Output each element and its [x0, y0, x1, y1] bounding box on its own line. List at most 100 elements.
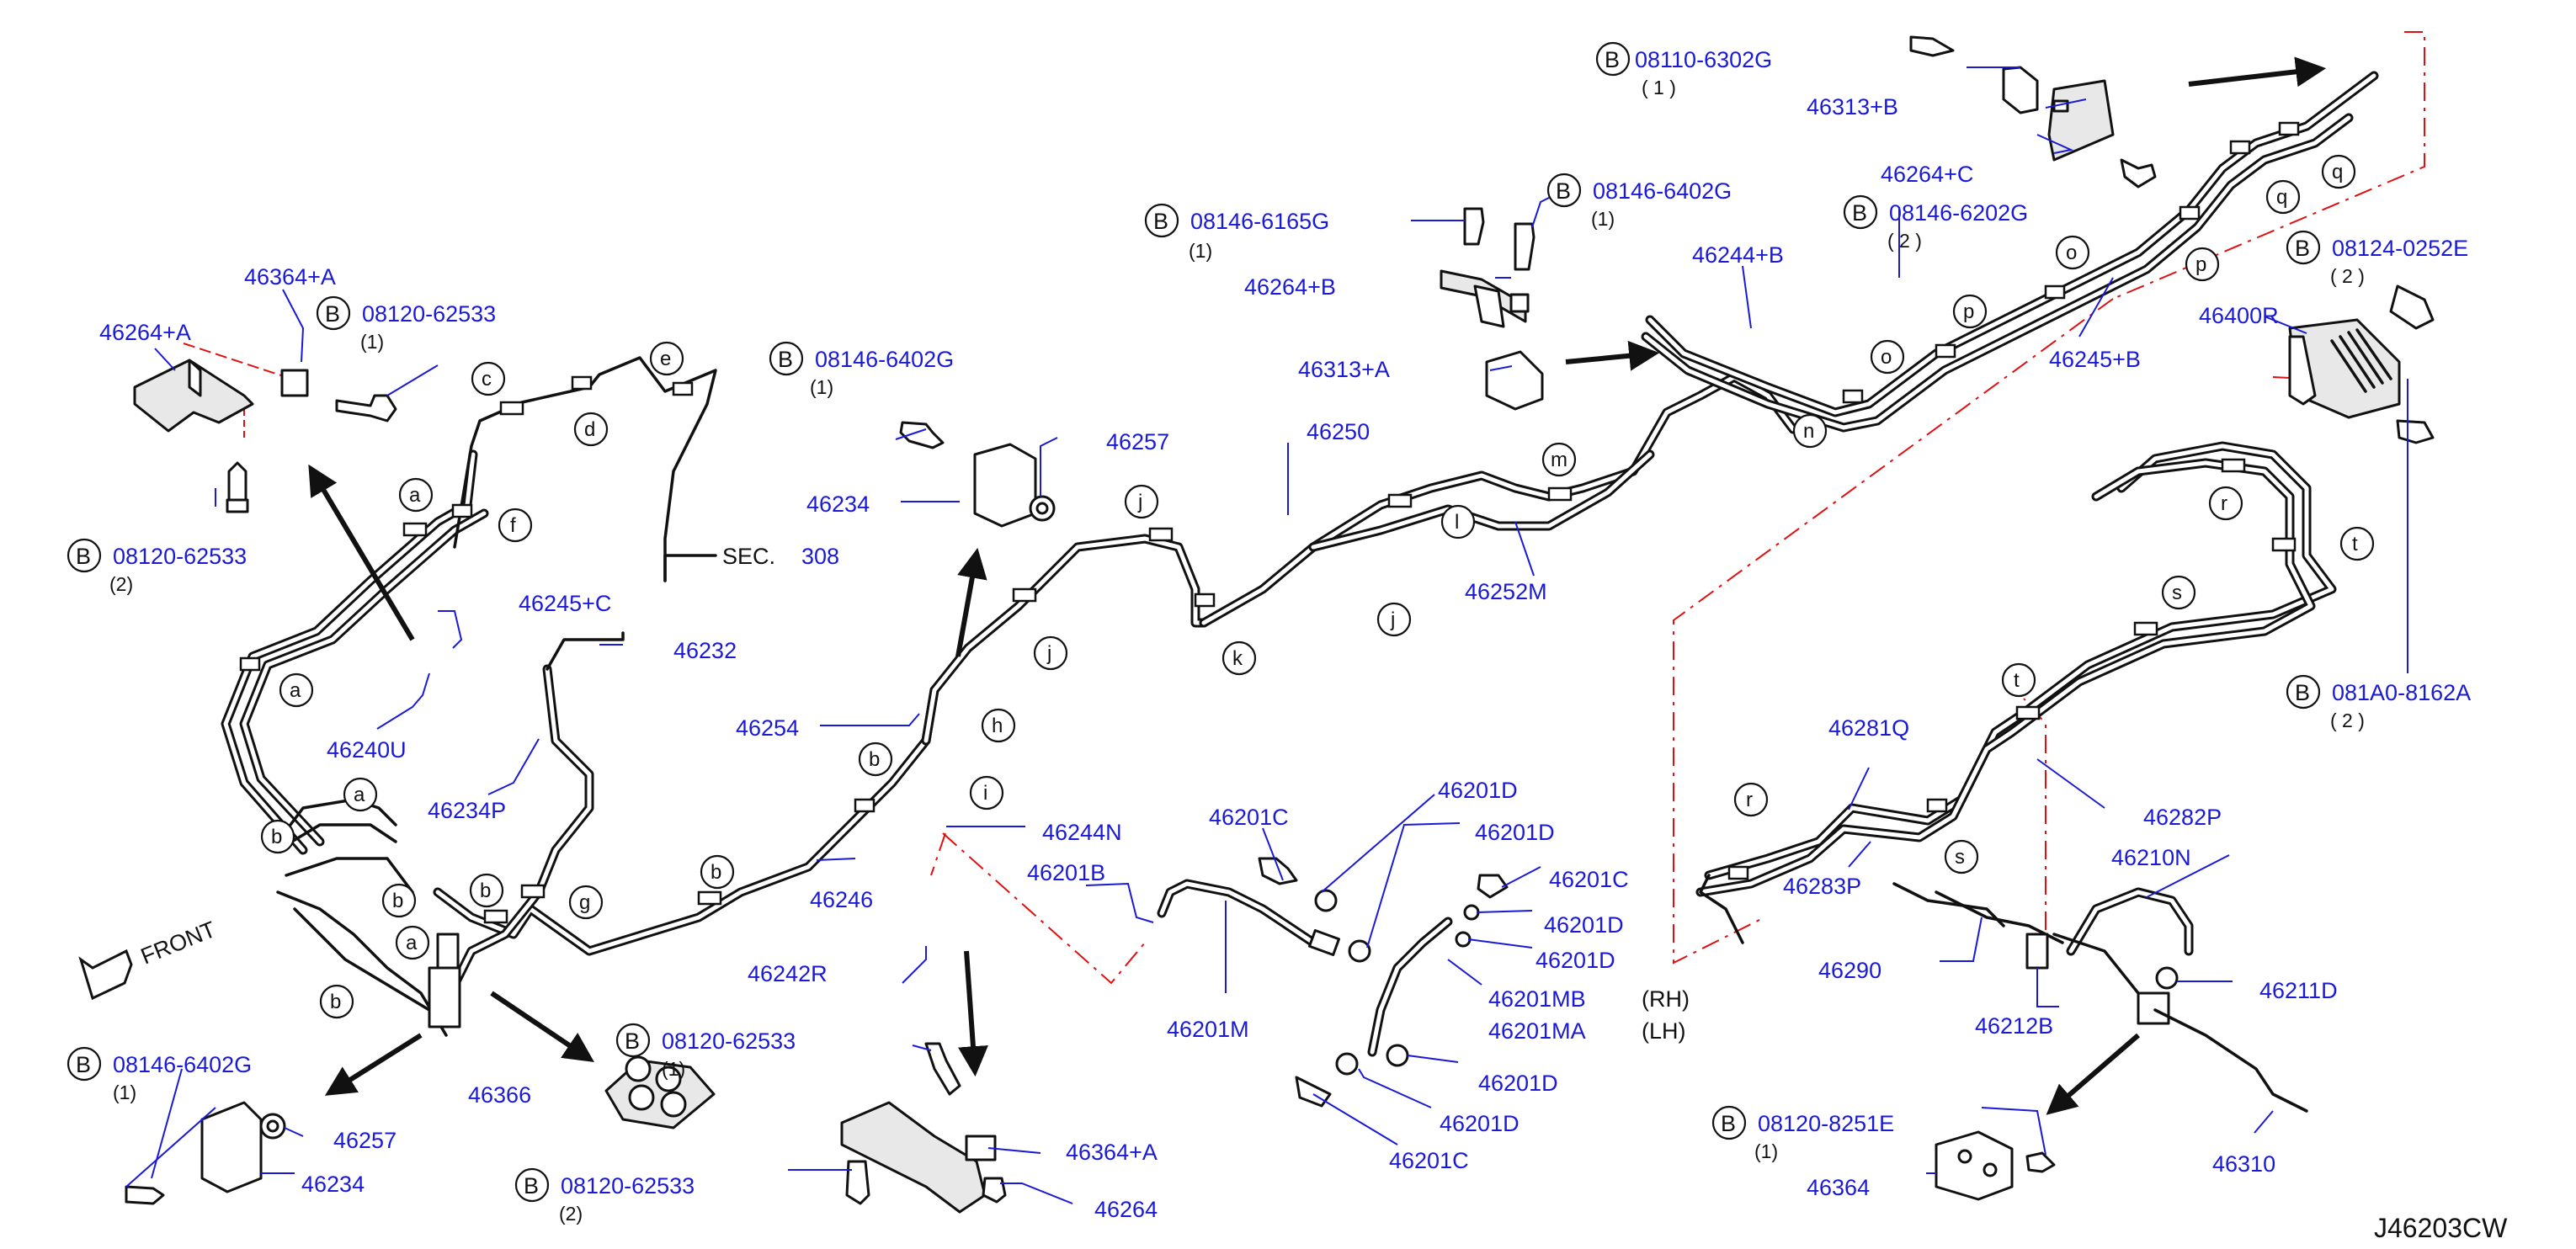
svg-text:a: a [409, 484, 421, 507]
clip-o: o [2055, 235, 2090, 270]
part-label: 46245+C [519, 591, 611, 616]
bolt-number: 08146-6165G [1190, 209, 1329, 234]
clip-k: k [1221, 640, 1257, 676]
bolt-qty: ( 2 ) [1887, 230, 1922, 252]
clip-l: l [1440, 504, 1476, 539]
svg-text:r: r [1746, 789, 1753, 811]
section-reference: SEC. 308 [663, 544, 839, 582]
part-label: 46364+A [1066, 1140, 1158, 1165]
part-label: 46264+A [99, 320, 191, 345]
svg-text:c: c [482, 368, 492, 391]
rh-label: (RH) [1642, 986, 1690, 1012]
svg-text:e: e [660, 348, 671, 370]
svg-text:b: b [271, 826, 282, 848]
part-label: 46244+B [1692, 242, 1784, 268]
clip-e: e [649, 341, 684, 376]
svg-text:k: k [1232, 647, 1243, 670]
bolt-number: 08124-0252E [2332, 236, 2468, 261]
svg-text:b: b [480, 880, 491, 902]
clip-t: t [2001, 662, 2036, 698]
part-label: 46244N [1042, 820, 1122, 845]
svg-text:j: j [1046, 642, 1051, 665]
clip-b: b [469, 873, 504, 908]
svg-text:B: B [1721, 1111, 1736, 1136]
front-arrow: FRONT [78, 917, 219, 1001]
clip-m: m [1541, 442, 1577, 477]
part-label: 46212B [1975, 1013, 2053, 1039]
clip-a: a [279, 672, 314, 708]
part-label: 46313+A [1298, 357, 1390, 382]
clip-b: b [319, 984, 354, 1019]
clip-g: g [568, 885, 604, 920]
part-label: 46201C [1549, 867, 1629, 892]
part-label: 46201D [1475, 820, 1555, 845]
front-left-bundle [276, 798, 461, 1037]
part-label: 46201C [1389, 1148, 1469, 1173]
bolt-number: 08120-62533 [113, 544, 247, 569]
svg-text:B: B [524, 1173, 539, 1199]
part-label: 46257 [333, 1128, 397, 1153]
svg-text:t: t [2352, 533, 2358, 555]
bolt-number: 08146-6402G [815, 347, 954, 372]
bolt-qty: (1) [360, 331, 384, 353]
clip-j: j [1376, 602, 1412, 637]
svg-text:B: B [2295, 236, 2310, 261]
clip-b: b [858, 741, 893, 777]
part-label: 46201D [1535, 948, 1615, 973]
part-label: 46310 [2212, 1151, 2275, 1177]
part-label: 46400R [2199, 303, 2279, 328]
svg-text:B: B [76, 544, 91, 569]
bolt-callouts: B 08110-6302G ( 1 ) B 08146-6402G (1) B … [67, 41, 2471, 1225]
svg-text:f: f [510, 514, 516, 537]
part-label: 46201D [1440, 1111, 1520, 1136]
part-label: 46250 [1307, 419, 1370, 444]
svg-text:B: B [1153, 209, 1168, 234]
part-label: 46246 [810, 887, 873, 912]
svg-text:b: b [869, 748, 880, 771]
svg-text:B: B [325, 301, 340, 327]
part-label: 46201D [1438, 778, 1518, 803]
svg-text:l: l [1455, 511, 1459, 534]
clip-j: j [1033, 635, 1068, 671]
part-label: 46366 [468, 1082, 531, 1108]
clip-j: j [1124, 484, 1159, 519]
clip-r: r [1733, 782, 1769, 817]
clip-b: b [381, 883, 417, 918]
svg-text:b: b [392, 890, 403, 912]
svg-text:t: t [2014, 669, 2020, 692]
pipe-clips [239, 121, 2300, 924]
clip-s: s [1944, 839, 1979, 874]
part-label: 46264+B [1244, 274, 1336, 300]
sec-label: SEC. [722, 544, 775, 569]
svg-text:a: a [290, 679, 301, 702]
svg-text:m: m [1551, 449, 1567, 471]
part-label: 46201M [1167, 1017, 1249, 1042]
part-label: 46201C [1209, 805, 1289, 830]
clip-d: d [573, 412, 609, 447]
sec-number: 308 [801, 544, 839, 569]
clip-a: a [343, 777, 378, 812]
bolt-qty: ( 2 ) [2330, 265, 2365, 287]
svg-text:B: B [778, 347, 793, 372]
clip-q: q [2265, 179, 2301, 215]
bolt-number: 08120-8251E [1758, 1111, 1894, 1136]
clip-letter-callouts: a a a a b b b b b b c d e f g h i j j j … [260, 154, 2375, 1019]
bolt-number: 08120-62533 [561, 1173, 695, 1199]
part-label: 46242R [748, 961, 828, 986]
part-label: 46201D [1478, 1071, 1558, 1096]
part-label: 46264 [1094, 1197, 1158, 1222]
svg-text:p: p [1963, 300, 1974, 323]
svg-text:s: s [1955, 846, 1965, 869]
part-label: 46201B [1027, 860, 1105, 885]
clip-r: r [2208, 486, 2243, 521]
part-label: 46254 [736, 715, 799, 741]
svg-text:o: o [1881, 346, 1892, 369]
part-label: 46257 [1106, 429, 1169, 454]
svg-text:B: B [2295, 680, 2310, 705]
diagram-code: J46203CW [2374, 1213, 2508, 1243]
part-label: 46234 [806, 492, 870, 517]
part-label: 46234 [301, 1172, 365, 1197]
clip-i: i [969, 775, 1004, 811]
svg-text:B: B [1556, 178, 1571, 204]
